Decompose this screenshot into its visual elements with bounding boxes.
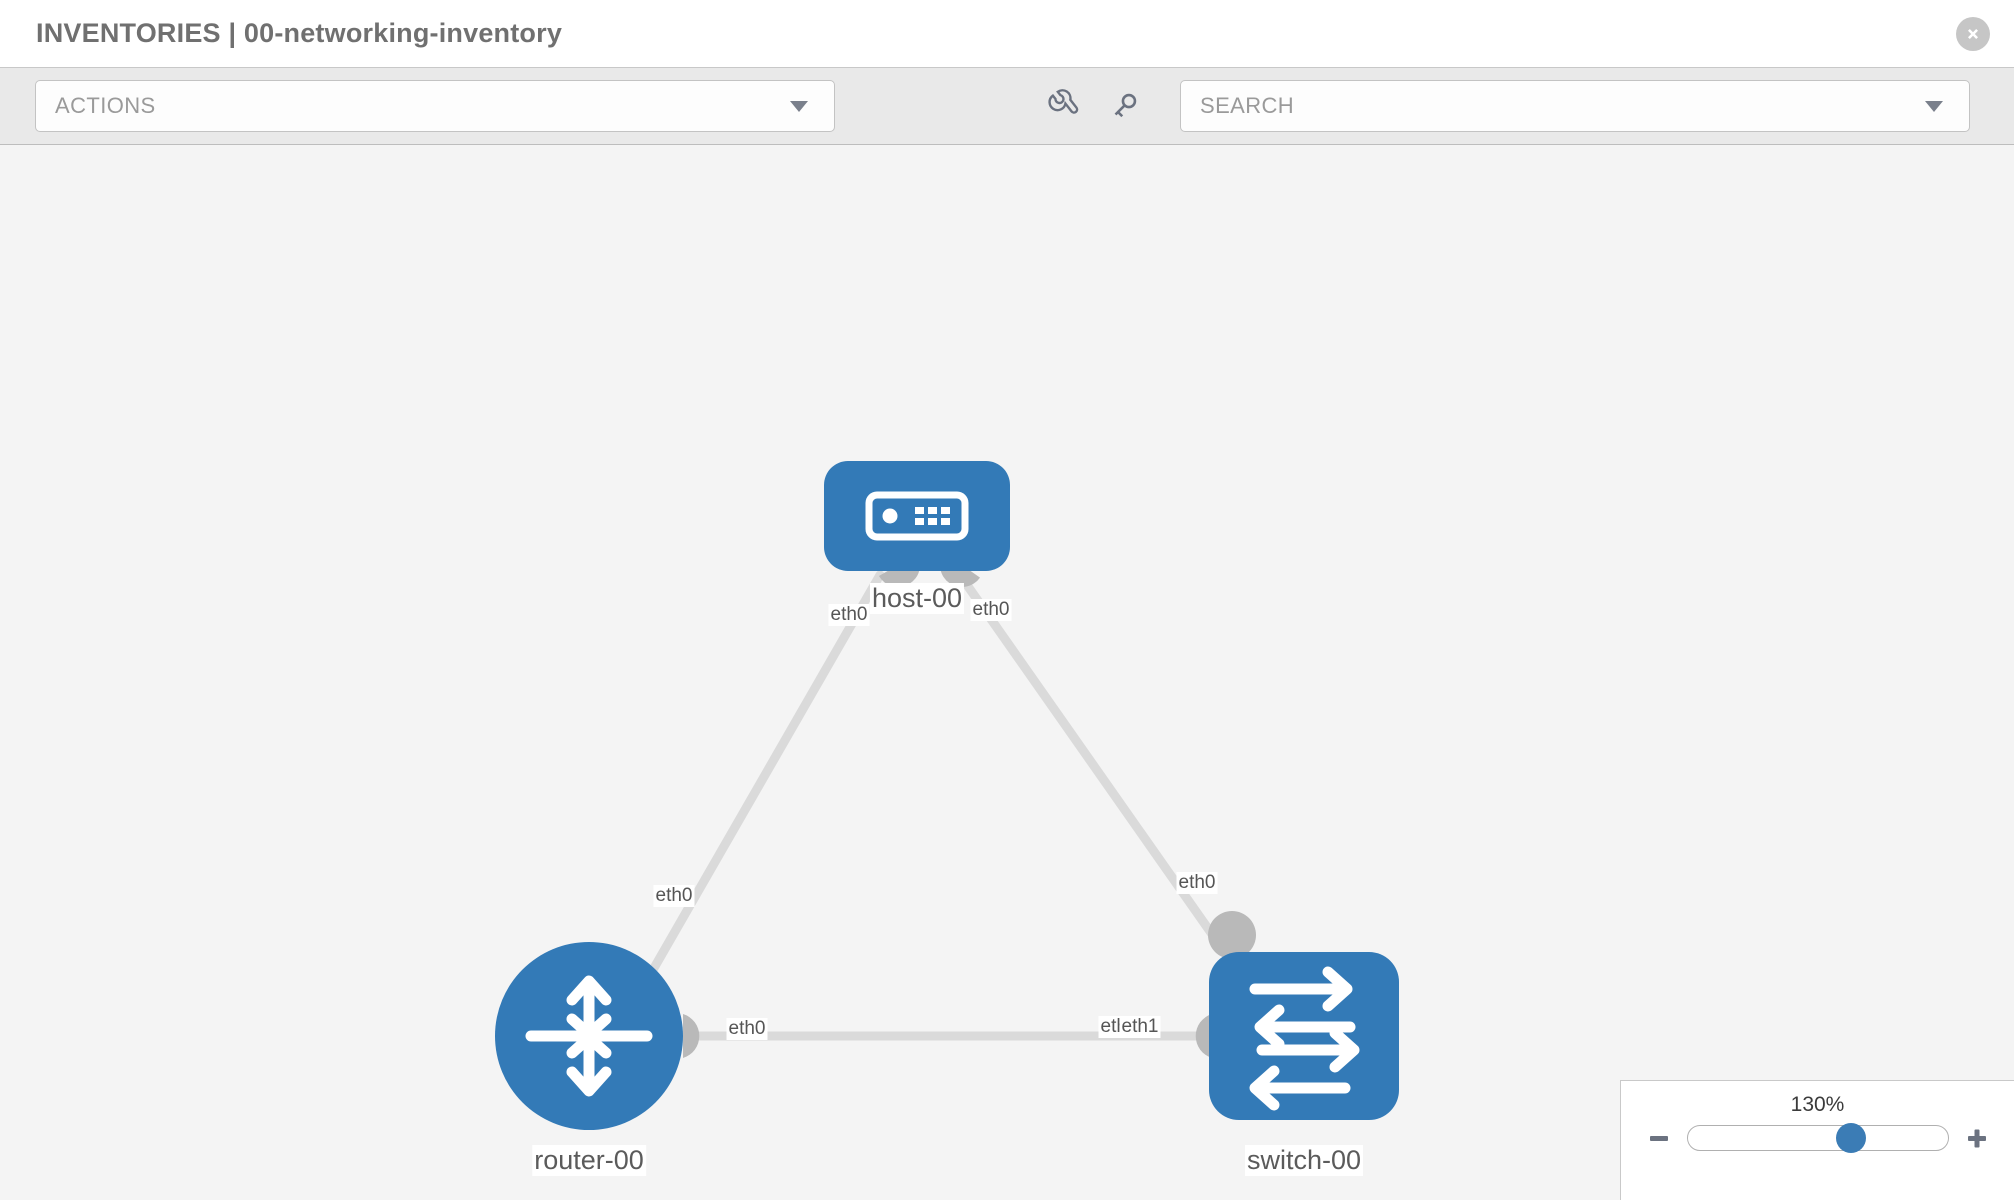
zoom-slider-track[interactable] bbox=[1686, 1123, 1949, 1153]
edge-label-router-eth0: eth0 bbox=[726, 1018, 768, 1040]
page-header: INVENTORIES | 00-networking-inventory bbox=[0, 0, 2014, 68]
page-title: INVENTORIES | 00-networking-inventory bbox=[36, 18, 563, 48]
search-chevron-down-icon[interactable] bbox=[1925, 100, 1943, 112]
node-switch-00[interactable] bbox=[1209, 952, 1399, 1120]
edge-host-switch[interactable] bbox=[955, 570, 1240, 972]
search-input[interactable]: SEARCH bbox=[1180, 80, 1970, 132]
minus-icon[interactable] bbox=[1647, 1126, 1671, 1150]
close-icon bbox=[1968, 28, 1978, 39]
edge-label-switch-eth1: eth1 bbox=[1119, 1016, 1161, 1038]
topology-graph bbox=[495, 461, 1399, 1130]
toolbar-icon-group bbox=[1045, 89, 1141, 123]
server-icon bbox=[865, 491, 969, 541]
node-label-host-00: host-00 bbox=[869, 583, 965, 614]
node-label-router-00: router-00 bbox=[532, 1145, 646, 1176]
node-label-switch-00: switch-00 bbox=[1244, 1145, 1364, 1176]
zoom-slider-thumb[interactable] bbox=[1836, 1123, 1867, 1153]
edge-group bbox=[645, 570, 1240, 1041]
connector-nub-group bbox=[683, 552, 1256, 1058]
close-button[interactable] bbox=[1956, 16, 1990, 51]
switch-arrows-icon bbox=[1249, 966, 1360, 1111]
nub-switch-left[interactable] bbox=[1195, 1014, 1212, 1058]
edge-host-router[interactable] bbox=[645, 570, 885, 980]
node-host-00[interactable] bbox=[824, 461, 1010, 571]
node-router-00[interactable] bbox=[495, 942, 683, 1130]
actions-dropdown-label: ACTIONS bbox=[55, 93, 156, 118]
topology-canvas[interactable]: eth0 eth0 eth0 eth0 eth0 eth0 eth1 host-… bbox=[0, 145, 2014, 1200]
zoom-slider-row bbox=[1621, 1123, 2014, 1153]
nub-router-right[interactable] bbox=[683, 1014, 700, 1058]
zoom-level-label: 130% bbox=[1790, 1093, 1845, 1116]
actions-dropdown[interactable]: ACTIONS bbox=[35, 80, 835, 132]
edge-label-router-uplink: eth0 bbox=[653, 885, 695, 907]
plus-icon[interactable] bbox=[1965, 1126, 1989, 1150]
nub-switch-top[interactable] bbox=[1208, 911, 1256, 959]
search-placeholder-label: SEARCH bbox=[1200, 93, 1295, 118]
edge-label-host-left: eth0 bbox=[828, 604, 870, 626]
zoom-control-panel: 130% bbox=[1620, 1080, 2014, 1200]
toolbar: ACTIONS SEARCH bbox=[0, 68, 2014, 145]
edge-label-host-right: eth0 bbox=[970, 599, 1012, 621]
wrench-icon[interactable] bbox=[1045, 89, 1079, 123]
router-arrows-icon bbox=[525, 975, 653, 1097]
chevron-down-icon bbox=[790, 100, 808, 112]
edge-label-switch-uplink: eth0 bbox=[1176, 872, 1218, 894]
key-icon[interactable] bbox=[1107, 89, 1141, 123]
